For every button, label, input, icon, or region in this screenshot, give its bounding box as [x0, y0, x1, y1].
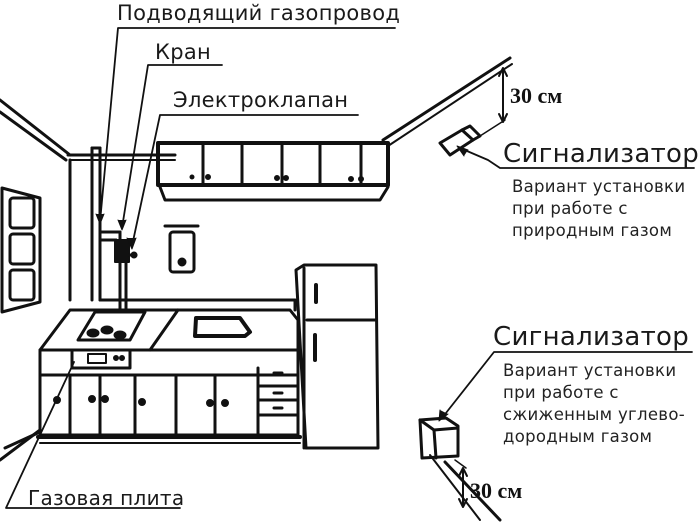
label-gas-pipe: Подводящий газопровод	[117, 1, 401, 25]
room-walls	[0, 56, 513, 522]
window	[0, 186, 42, 314]
detector-bottom-desc-1: Вариант установки	[503, 361, 677, 380]
gas-stove-drawing	[70, 310, 147, 370]
valve-assembly	[114, 239, 138, 263]
gas-pipe	[90, 146, 128, 312]
detector-top-desc-2: при работе с	[512, 199, 628, 218]
refrigerator	[294, 263, 380, 450]
distance-bottom: 30 см	[470, 478, 523, 503]
detector-top-desc-1: Вариант установки	[512, 177, 686, 196]
label-gas-stove: Газовая плита	[28, 486, 185, 510]
wall-cabinets	[156, 141, 390, 202]
detector-bottom-drawing	[418, 416, 468, 508]
distance-top: 30 см	[510, 83, 563, 108]
detector-top-desc-3: природным газом	[512, 221, 673, 240]
detector-bottom-desc-2: при работе с	[503, 383, 619, 402]
lower-cabinets	[36, 366, 302, 444]
detector-bottom-desc-4: дородным газом	[503, 427, 653, 446]
label-solenoid-valve: Электроклапан	[173, 88, 349, 112]
detector-bottom-desc-3: сжиженным углево-	[503, 405, 685, 424]
leader-lines	[3, 27, 695, 509]
detector-top-title: Сигнализатор	[503, 139, 700, 169]
label-valve: Кран	[155, 40, 212, 64]
detector-bottom-title: Сигнализатор	[493, 322, 690, 352]
countertop	[38, 308, 300, 377]
detector-top-drawing	[438, 67, 508, 157]
water-heater	[163, 224, 200, 274]
